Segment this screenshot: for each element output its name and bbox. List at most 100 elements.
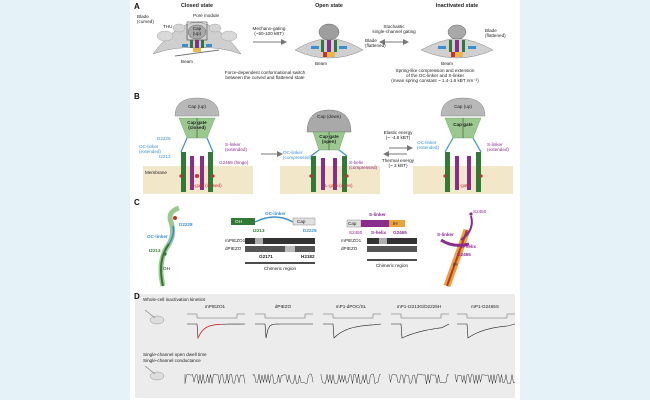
condition-label-3: mP1-dPOC/SL	[335, 304, 367, 309]
s-linker-structure	[435, 206, 479, 290]
cap-up-closed-label: Cap (up)	[188, 104, 206, 109]
s2450-right-label: S2450	[473, 209, 487, 214]
condition-label-1: mPIEZO1	[204, 304, 226, 309]
cap-up-label: Cap (up)	[192, 26, 202, 37]
whole-cell-current-trace	[187, 323, 246, 340]
whole-cell-trace-group	[187, 313, 515, 340]
single-channel-pipette-icon	[144, 365, 165, 381]
panel-d-traces	[144, 309, 515, 385]
s-helix-right-label: S-helix	[461, 244, 477, 249]
i2213-left-label: I2213	[149, 248, 161, 253]
i2213-label: I2213	[159, 154, 171, 159]
dpiezo-2-label: dPIEZO	[341, 246, 358, 251]
stimulus-step-trace	[255, 313, 313, 319]
ih-box-label: IH	[393, 221, 398, 226]
stimulus-step-trace	[323, 313, 381, 319]
single-channel-trace	[320, 373, 382, 385]
stimulus-step-trace	[187, 313, 245, 319]
beam-label-closed: Beam	[181, 59, 194, 64]
panel-a-label: A	[134, 2, 140, 11]
beam-label-open: Beam	[315, 61, 328, 66]
stimulus-step-trace	[457, 313, 515, 319]
panel-d: D Whole-cell inactivation kinetics Singl…	[134, 292, 515, 398]
condition-label-4: mP1-I2213G/D2225H	[396, 304, 442, 309]
beam-label-inact: Beam	[441, 61, 454, 66]
cap-down-label: Cap (down)	[317, 114, 341, 119]
i2213-mid-label: I2213	[253, 228, 265, 233]
h2182-label: H2182	[301, 254, 315, 259]
inactivated-state-structure	[420, 24, 494, 59]
dpiezo-label: dPIEZO	[225, 246, 242, 251]
d2228-label: D2228	[179, 222, 193, 227]
l-gate-open-label: L-gate (open)	[325, 183, 353, 188]
exponential-fit-trace	[197, 323, 223, 339]
figure: A Closed state Open state Inactivated st…	[130, 0, 520, 400]
elastic-energy-label: Elastic energy (~ -4.8 kBT)	[383, 130, 413, 141]
panel-c-illustration	[158, 205, 479, 290]
oc-linker-compressed-label: OC-linker (compressed)	[283, 150, 312, 161]
cap-box-label: Cap	[297, 219, 306, 224]
cap-gate-open-label: Cap gate (open)	[319, 134, 339, 145]
spring-caption: Spring-like compression and extension of…	[391, 68, 479, 84]
blade-flattened-open-label: Blade (flattened)	[365, 38, 386, 49]
single-channel-dwell-label: Single-channel open dwell time	[143, 352, 207, 357]
single-channel-trace	[388, 373, 450, 385]
whole-cell-pipette-icon	[144, 309, 165, 325]
closed-channel	[174, 97, 220, 192]
mpiezo1-label: mPIEZO1	[225, 238, 246, 243]
oc-linker-left-label: OC-linker	[147, 234, 168, 239]
panel-b: B	[134, 92, 515, 198]
open-channel	[306, 109, 352, 192]
s-linker-extended-label: S-linker (extended)	[225, 142, 247, 153]
closed-state-structure	[152, 21, 242, 57]
oh-left-label: OH	[163, 266, 170, 271]
d2225-mid-label: D2225	[303, 228, 317, 233]
blade-flattened-inact-label: Blade (flattened)	[485, 28, 506, 39]
g2465-hinge-label: G2465 (hinge)	[219, 160, 249, 165]
blade-curved-label: Blade (curved)	[137, 14, 154, 25]
s2450-mid-label: S2450	[349, 230, 363, 235]
d2225-label: D2225	[157, 136, 171, 141]
mechano-gating-label: Mechano-gating (~50-100 kBT)	[252, 26, 286, 37]
l-gate-closed-label: L-gate (closed)	[191, 183, 222, 188]
panel-a-illustration	[152, 21, 494, 59]
cap-box2-label: Cap	[348, 221, 357, 226]
sequence-alignment-oc	[231, 216, 316, 264]
inactivated-state-heading: Inactivated state	[435, 3, 479, 9]
mpiezo1-2-label: mPIEZO1	[341, 238, 362, 243]
ih-right-label: IH	[453, 262, 458, 267]
panel-a: A Closed state Open state Inactivated st…	[134, 2, 515, 90]
thermal-energy-label: Thermal energy (~ 3 kBT)	[381, 158, 415, 169]
panel-c-label: C	[134, 198, 140, 207]
single-channel-trace	[184, 373, 246, 384]
whole-cell-current-trace	[255, 323, 313, 339]
cap-gate-inact-label: Cap gate	[453, 122, 473, 127]
g2171-label: G2171	[259, 254, 273, 259]
g2465-right-label: G2465	[457, 252, 471, 257]
whole-cell-current-trace	[323, 323, 382, 339]
oc-linker-mid-label: OC-linker	[265, 211, 286, 216]
s-helix-mid-label: S-helix	[371, 230, 387, 235]
inactivated-channel	[440, 97, 486, 192]
force-switch-caption: Force-dependent conformational switch be…	[224, 70, 306, 81]
pore-module-label: Pore module	[193, 13, 220, 18]
thu-label: THU	[163, 24, 173, 29]
s-linker-extended2-label: S-linker (extended)	[487, 142, 509, 153]
single-channel-trace	[454, 373, 515, 384]
panel-c: C	[134, 198, 515, 292]
s-linker-mid-label: S-linker	[369, 212, 386, 217]
sequence-alignment-s	[346, 219, 417, 261]
whole-cell-current-trace	[457, 323, 515, 339]
oc-linker-extended-label: OC-linker (extended)	[139, 144, 161, 155]
l-gate-inact-label: L-gate	[457, 183, 471, 188]
stimulus-step-trace	[391, 313, 449, 319]
whole-cell-current-trace	[391, 323, 450, 339]
panel-b-illustration	[143, 97, 513, 194]
oc-linker-structure	[158, 205, 180, 287]
open-state-structure	[294, 23, 364, 59]
stochastic-gating-label: Stochastic single-channel gating	[372, 24, 416, 35]
oc-linker-extended2-label: OC-linker (extended)	[417, 140, 439, 151]
g2465-mid-label: G2465	[393, 230, 407, 235]
membrane-label: Membrane	[145, 170, 167, 175]
closed-state-heading: Closed state	[180, 3, 214, 9]
